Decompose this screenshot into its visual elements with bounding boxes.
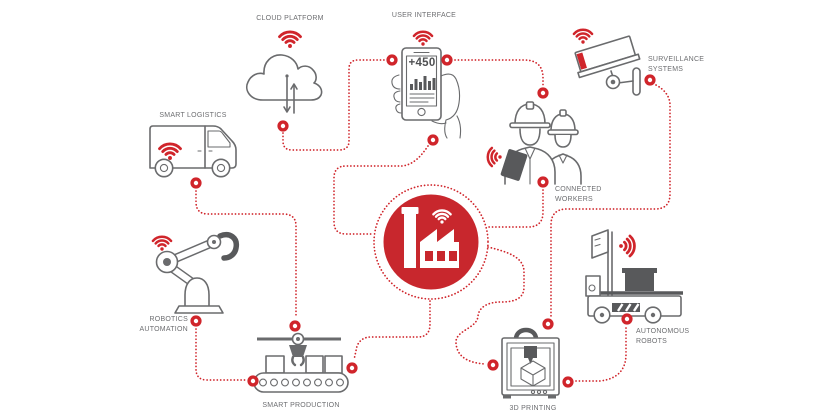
phone-bar-chart-icon: [410, 76, 436, 90]
connector-hub-to-printer: [455, 246, 525, 365]
factory-icon: [401, 207, 459, 268]
printer-3d-icon: [501, 327, 560, 399]
hub-node: [373, 184, 489, 300]
connected-workers-label: CONNECTED WORKERS: [555, 186, 602, 203]
dot-printer-right: [562, 376, 574, 388]
camera-wifi-icon: [572, 28, 594, 45]
cloud-platform-label: CLOUD PLATFORM: [256, 15, 324, 22]
robotics-automation-label: ROBOTICS AUTOMATION: [139, 316, 188, 333]
cloud-wifi-icon: [278, 30, 302, 50]
dot-ui-bottom: [427, 134, 439, 146]
connector-robotics-to-production: [195, 328, 246, 381]
connector-hub-to-production: [353, 300, 431, 361]
cctv-camera-icon: [572, 28, 641, 96]
3d-printing-label: 3D PRINTING: [509, 405, 557, 412]
connector-surveillance-to-printer: [550, 84, 671, 317]
dot-cloud: [277, 120, 289, 132]
dot-surveillance: [644, 74, 656, 86]
workers-icon: [486, 101, 582, 185]
connector-ui-to-workers: [454, 59, 544, 86]
surveillance-systems-label: SURVEILLANCE SYSTEMS: [648, 56, 705, 73]
connector-workers-to-hub: [487, 189, 544, 228]
robot-arm-icon: [151, 232, 240, 314]
dot-workers-top: [537, 87, 549, 99]
tablet-wifi-icon: [486, 146, 503, 168]
dot-production-left: [247, 375, 259, 387]
dot-robotics: [190, 315, 202, 327]
smart-logistics-label: SMART LOGISTICS: [159, 112, 227, 119]
dot-ui-left: [386, 54, 398, 66]
phone-wifi-icon: [412, 30, 434, 47]
user-interface-label: USER INTERFACE: [391, 12, 457, 19]
connector-printer-to-robots: [575, 326, 627, 382]
cloud-icon: [246, 30, 323, 114]
forklift-wifi-icon: [617, 234, 636, 258]
connector-lines: [195, 59, 671, 382]
dot-workers-bottom: [537, 176, 549, 188]
dot-printer-top: [542, 318, 554, 330]
dot-logistics: [190, 177, 202, 189]
hub-dotted-ring: [373, 184, 489, 300]
connector-cloud-to-ui: [282, 59, 385, 151]
dot-production-right: [346, 362, 358, 374]
phone-stat-value: +450: [408, 57, 436, 69]
connector-truck-to-production: [195, 190, 297, 319]
agv-forklift-icon: [585, 229, 683, 324]
dot-robots: [621, 313, 633, 325]
dot-printer-left: [487, 359, 499, 371]
robot-wifi-icon: [151, 235, 173, 252]
dot-ui-right: [441, 54, 453, 66]
conveyor-icon: [253, 332, 349, 393]
dot-production-top: [289, 320, 301, 332]
connector-ui-to-hub: [333, 145, 429, 235]
worker-front: [500, 101, 556, 185]
delivery-van-icon: [149, 125, 237, 178]
smart-production-label: SMART PRODUCTION: [262, 402, 340, 409]
autonomous-robots-label: AUTONOMOUS ROBOTS: [636, 328, 690, 345]
tablet-icon: [500, 149, 528, 181]
phone-in-hand-icon: [391, 30, 462, 139]
